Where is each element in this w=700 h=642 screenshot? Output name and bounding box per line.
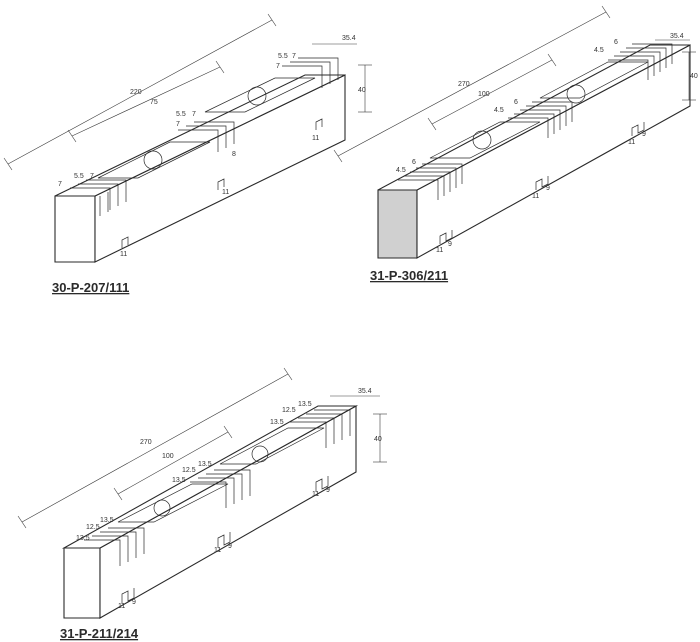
- side-notch-1: [439, 230, 453, 244]
- dim-slot-6: 7: [292, 53, 296, 60]
- bolt-hole-rear: [566, 84, 586, 104]
- dim-slot-3: 12.5: [182, 467, 196, 474]
- bolt-hole-front: [472, 130, 492, 150]
- dim-slot-2: 6: [412, 159, 416, 166]
- dim-end-1: 7: [58, 181, 62, 188]
- dim-notch-2: 9: [448, 241, 452, 248]
- dim-slot-2: 7: [90, 173, 94, 180]
- dim-notch-1: 11: [436, 247, 443, 254]
- dim-slot-4: 6: [514, 99, 518, 106]
- dim-slot-6: 13.5: [298, 401, 312, 408]
- dim-spacing: 100: [478, 91, 490, 98]
- block-end-face: [63, 547, 101, 619]
- dim-end-2: 7: [176, 121, 180, 128]
- dim-end-front: 13.5: [76, 535, 90, 542]
- dim-slot-2: 13.5: [100, 517, 114, 524]
- side-notch-1: [121, 588, 135, 604]
- dim-spacing: 100: [162, 453, 174, 460]
- block-end-face: [377, 189, 418, 259]
- side-notch-2: [217, 532, 231, 548]
- dim-end-middle: 13.5: [172, 477, 186, 484]
- dim-length: 220: [130, 89, 142, 96]
- dim-slot-1: 5.5: [74, 173, 84, 180]
- top-plate-front: [429, 121, 541, 159]
- bolt-hole-rear: [247, 86, 267, 106]
- dim-notch-4: 9: [546, 185, 550, 192]
- drawing-31-P-211-214: 270 100 35.4 40 12.5 13.5 12.5 13.5 12.5…: [17, 367, 387, 641]
- side-notch-2: [535, 176, 549, 190]
- dim-notch-6: 9: [642, 131, 646, 138]
- dim-line-spacing: [431, 59, 553, 125]
- dim-notch-5: 11: [628, 139, 635, 146]
- dim-slot-1: 4.5: [396, 167, 406, 174]
- dim-slot-6: 6: [614, 39, 618, 46]
- slot-group-rear: [282, 57, 339, 88]
- dim-line-spacing: [71, 66, 221, 137]
- dim-height: 40: [690, 73, 698, 80]
- dim-end-rear: 13.5: [270, 419, 284, 426]
- drawing-30-P-207-111: 220 75 35.4 40 5.5 7 7 5.5 7 7 5.5 7 7 8…: [3, 13, 372, 295]
- dim-notch-2: 9: [132, 599, 136, 606]
- dim-spacing: 75: [150, 99, 158, 106]
- slot-group-middle: [178, 121, 235, 152]
- dim-notch-2: 11: [222, 189, 229, 196]
- dim-slot-5: 12.5: [282, 407, 296, 414]
- dim-notch-1: 11: [120, 251, 127, 258]
- side-notch-3: [631, 122, 645, 136]
- dim-slot-5: 4.5: [594, 47, 604, 54]
- dim-notch-1: 11: [118, 603, 125, 610]
- dim-notch-3: 11: [532, 193, 539, 200]
- top-plate-front: [117, 483, 229, 523]
- dim-line-spacing: [117, 431, 229, 495]
- dim-height: 40: [374, 436, 382, 443]
- dim-line-length: [337, 11, 607, 157]
- bolt-hole-front: [153, 499, 171, 517]
- part-number-30-P-207-111: 30-P-207/111: [52, 280, 129, 295]
- part-number-31-P-211-214: 31-P-211/214: [60, 626, 139, 641]
- dim-end-3: 7: [276, 63, 280, 70]
- bolt-hole-front: [143, 150, 163, 170]
- dim-width: 35.4: [670, 33, 684, 40]
- dim-length: 270: [140, 439, 152, 446]
- block-end-face: [54, 195, 96, 263]
- dim-slot-1: 12.5: [86, 524, 100, 531]
- dim-slot-3: 5.5: [176, 111, 186, 118]
- side-notch-3: [315, 118, 323, 130]
- slot-group-rear: [608, 43, 673, 80]
- drawing-31-P-306-211: 270 100 35.4 40 4.5 6 4.5 6 4.5 6 11 9 1…: [333, 5, 698, 283]
- slot-group-rear: [290, 409, 351, 448]
- dim-slot-5: 5.5: [278, 53, 288, 60]
- side-notch-1: [121, 236, 129, 248]
- dim-notch-3: 11: [312, 135, 319, 142]
- block-top-face: [54, 74, 346, 197]
- dim-length: 270: [458, 81, 470, 88]
- dim-line-length: [21, 373, 289, 523]
- dim-width: 35.4: [342, 35, 356, 42]
- dim-line-length: [7, 19, 273, 165]
- dim-notch-5: 11: [312, 491, 319, 498]
- slot-group-front: [84, 527, 145, 566]
- dim-notch-4: 9: [228, 543, 232, 550]
- slot-group-front: [70, 179, 127, 216]
- dim-slot-4: 13.5: [198, 461, 212, 468]
- side-notch-3: [315, 476, 329, 492]
- dim-height: 40: [358, 87, 366, 94]
- dim-width: 35.4: [358, 388, 372, 395]
- side-notch-2: [217, 178, 225, 190]
- dim-slot-3: 4.5: [494, 107, 504, 114]
- top-plate-rear: [219, 427, 325, 465]
- part-number-31-P-306-211: 31-P-306/211: [370, 268, 448, 283]
- top-plate-rear: [204, 77, 316, 113]
- bolt-hole-rear: [251, 445, 269, 463]
- dim-slot-4: 7: [192, 111, 196, 118]
- dim-slot-depth: 8: [232, 151, 236, 158]
- slot-group-front: [398, 163, 463, 200]
- slot-group-middle: [190, 469, 251, 508]
- dim-notch-6: 9: [326, 487, 330, 494]
- dim-notch-3: 11: [214, 547, 221, 554]
